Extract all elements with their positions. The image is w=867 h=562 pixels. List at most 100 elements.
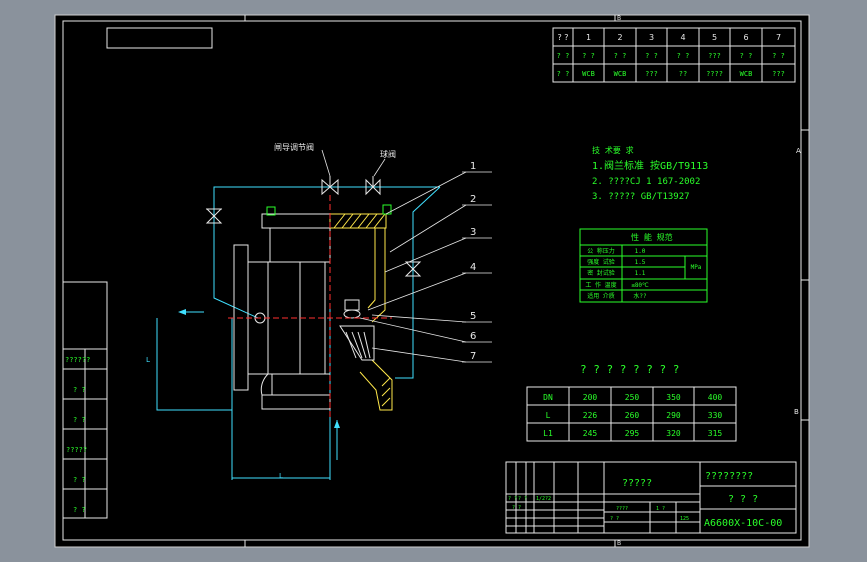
title-block-drawing-no: A6600X-10C-00 [704, 518, 782, 529]
strip-label-3: ? ? [73, 416, 86, 424]
parts-cell-header: 1 [586, 33, 591, 42]
dims-header-cell: 350 [666, 393, 681, 402]
callout-6: 6 [470, 331, 476, 342]
dims-cell: 330 [708, 411, 723, 420]
parts-cell-row1: ? ? [557, 52, 570, 60]
ball-valve-label: 球阀 [380, 149, 396, 159]
parts-cell-row1: ? ? [582, 52, 595, 60]
title-block-project: ???????? [705, 471, 753, 482]
perf-row-value: 1.1 [635, 270, 646, 277]
parts-cell-header: 4 [680, 33, 685, 42]
strip-label-1: ?????? [65, 356, 90, 364]
dims-cell: 226 [583, 411, 598, 420]
callout-7: 7 [470, 351, 476, 362]
parts-cell-header: 5 [712, 33, 717, 42]
callout-2: 2 [470, 194, 476, 205]
perf-row-value: 1.5 [635, 259, 646, 266]
parts-cell-row1: ??? [708, 52, 721, 60]
perf-row-label: 公 称压力 [587, 247, 615, 255]
perf-row-unit: MPa [691, 264, 702, 271]
strip-label-2: ? ? [73, 386, 86, 394]
perf-row-label: 强度 试验 [587, 258, 615, 266]
perf-row-label: 密 封试验 [587, 269, 615, 277]
tb-mini-4: ? ? [512, 505, 521, 511]
tb-mini-2: ? ? [518, 496, 527, 502]
dimension-table [526, 386, 737, 442]
parts-cell-header: 7 [776, 33, 781, 42]
dims-title: ? ? ? ? ? ? ? ? [580, 363, 679, 376]
strip-label-4: ????? [66, 446, 87, 454]
tech-line-2: 2. ????CJ 1 167-2002 [592, 177, 700, 187]
sheet-outer-border [54, 14, 810, 548]
callout-1: 1 [470, 161, 476, 172]
title-block-sub: ? ? ? [728, 494, 758, 505]
perf-row-label: 工 作 温度 [585, 281, 616, 289]
reference-box [106, 27, 213, 49]
tb-mini-8: 125 [680, 516, 689, 522]
dim-L1-label: L [146, 356, 150, 364]
perf-row-label: 适用 介质 [587, 292, 615, 300]
parts-cell-header: 3 [649, 33, 654, 42]
tech-line-3: 3. ????? GB/T13927 [592, 192, 690, 202]
tb-mini-1: ? ? [508, 496, 517, 502]
dims-cell: 295 [625, 429, 640, 438]
parts-cell-row1: ? ? [677, 52, 690, 60]
title-block [505, 461, 797, 534]
pilot-valve-label: 闸导调节阀 [274, 143, 314, 152]
parts-table [552, 27, 796, 83]
parts-cell-row1: ? ? [614, 52, 627, 60]
dims-cell: 315 [708, 429, 723, 438]
dims-header-cell: 400 [708, 393, 723, 402]
parts-cell-row2: WCB [614, 70, 627, 78]
parts-cell-header: 6 [743, 33, 748, 42]
parts-cell-row2: ??? [772, 70, 785, 78]
callout-3: 3 [470, 227, 476, 238]
dim-L-label: L [279, 472, 283, 480]
dims-cell: 290 [666, 411, 681, 420]
dims-cell: 245 [583, 429, 598, 438]
parts-cell-row2: WCB [582, 70, 595, 78]
dims-cell: L [546, 411, 551, 420]
parts-cell-row2: ???? [706, 70, 723, 78]
valve-section-view [156, 171, 492, 480]
zone-mark-bottom: B [617, 540, 621, 547]
dims-header-cell: DN [543, 393, 553, 402]
perf-row-value: 1.0 [635, 248, 646, 255]
tb-mini-3: 1/2?2 [536, 496, 551, 502]
dims-header-cell: 200 [583, 393, 598, 402]
left-revision-strip [62, 281, 108, 519]
parts-cell-header: 2 [617, 33, 622, 42]
perf-row-value: 水?? [633, 292, 647, 300]
parts-cell-row2: ??? [645, 70, 658, 78]
parts-cell-row2: WCB [740, 70, 753, 78]
tb-mini-7: ? ? [610, 516, 619, 522]
dims-cell: 260 [625, 411, 640, 420]
zone-mark-top: B [617, 15, 621, 22]
pilot-leader [321, 149, 331, 177]
tech-title: 技 术要 求 [592, 145, 634, 155]
callout-5: 5 [470, 311, 476, 322]
perf-row-value: ≤80℃ [631, 282, 649, 289]
parts-cell-row2: ? ? [557, 70, 570, 78]
dims-cell: L1 [543, 429, 553, 438]
zone-mark-right-b: B [794, 408, 799, 416]
tb-mini-5: ???? [616, 506, 628, 512]
parts-cell-row2: ?? [679, 70, 687, 78]
perf-title: 性 能 规范 [631, 232, 673, 242]
strip-label-5: ? ? [73, 476, 86, 484]
dims-cell: 320 [666, 429, 681, 438]
title-block-name: ????? [622, 478, 652, 489]
performance-table [579, 228, 708, 303]
ball-leader [373, 158, 386, 177]
parts-cell-row1: ? ? [645, 52, 658, 60]
dims-header-cell: 250 [625, 393, 640, 402]
callout-4: 4 [470, 262, 476, 273]
tb-mini-6: 1 ? [656, 506, 665, 512]
parts-cell-row1: ? ? [772, 52, 785, 60]
parts-cell-header: ? ? [557, 33, 568, 42]
zone-mark-right-a: A [796, 147, 801, 155]
strip-label-6: ? ? [73, 506, 86, 514]
tech-line-1: 1.阀兰标准 按GB/T9113 [592, 159, 708, 172]
